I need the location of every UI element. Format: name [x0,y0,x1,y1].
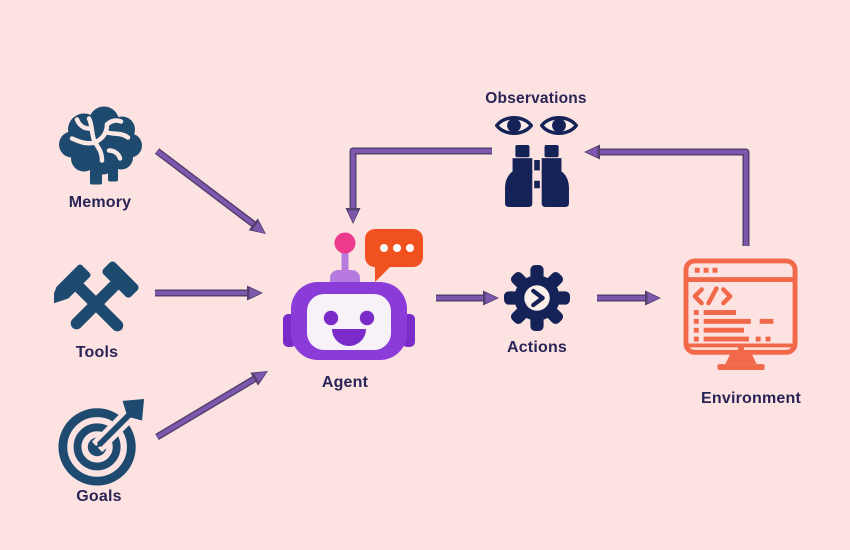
node-goals [56,396,148,493]
node-actions [504,265,570,336]
chevron-right-icon [531,288,545,308]
arrow-goals-to-agent [155,371,268,441]
arrow-observations-to-agent [345,147,492,224]
tools-label: Tools [75,344,119,361]
arrow-environment-to-observations [584,144,750,246]
node-agent [283,226,423,366]
code-brackets-icon [692,286,733,306]
observations-label: Observations [485,90,587,107]
node-observations-eye2 [540,112,578,144]
node-memory [57,102,147,193]
goals-label: Goals [76,488,122,505]
actions-label: Actions [506,339,568,356]
node-environment [682,256,800,375]
eye-icon [495,116,533,135]
node-observations [495,112,533,144]
brain-icon [59,106,142,185]
arrow-memory-to-agent [154,148,266,234]
arrow-actions-to-environment [597,290,661,306]
code-monitor-icon [683,258,798,370]
chat-bubble-icon [365,229,423,282]
arrow-agent-to-actions [436,290,499,306]
memory-label: Memory [68,194,132,211]
agent-label: Agent [321,374,369,391]
node-binoculars [503,145,571,213]
target-dart-icon [58,396,148,486]
eye-icon [540,116,578,135]
robot-icon [283,229,423,360]
node-tools [49,258,142,351]
environment-label: Environment [701,390,801,407]
crossed-hammers-icon [49,261,139,332]
binoculars-icon [505,145,569,208]
gear-icon [504,265,570,331]
arrow-tools-to-agent [155,285,263,301]
